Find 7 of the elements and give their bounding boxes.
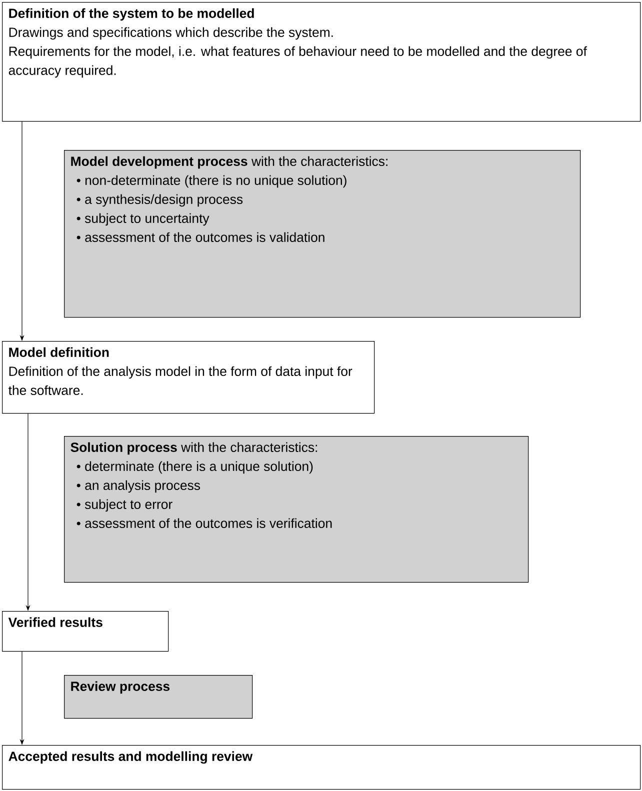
stage-box: Model definition Definition of the analysis model in the form of data input for the software.	[2, 341, 375, 414]
process-box: Review process	[64, 675, 253, 719]
process-box: Model development process with the characteristics: • non-determinate (there is no unique solution) • a synthesis/design process • subject to uncertainty • assessment of the outcomes is validation	[64, 150, 581, 318]
stage-box: Accepted results and modelling review	[2, 745, 641, 790]
process-box: Solution process with the characteristics: • determinate (there is a unique solution) • an analysis process • subject to error • assessment of the outcomes is verification	[64, 436, 529, 583]
stage-box: Definition of the system to be modelled Drawings and specifications which describe the system. Requirements for the model, i.e. what features of behaviour need to be modelled and the degree of accuracy required.	[2, 2, 641, 122]
stage-box: Verified results	[2, 611, 169, 652]
